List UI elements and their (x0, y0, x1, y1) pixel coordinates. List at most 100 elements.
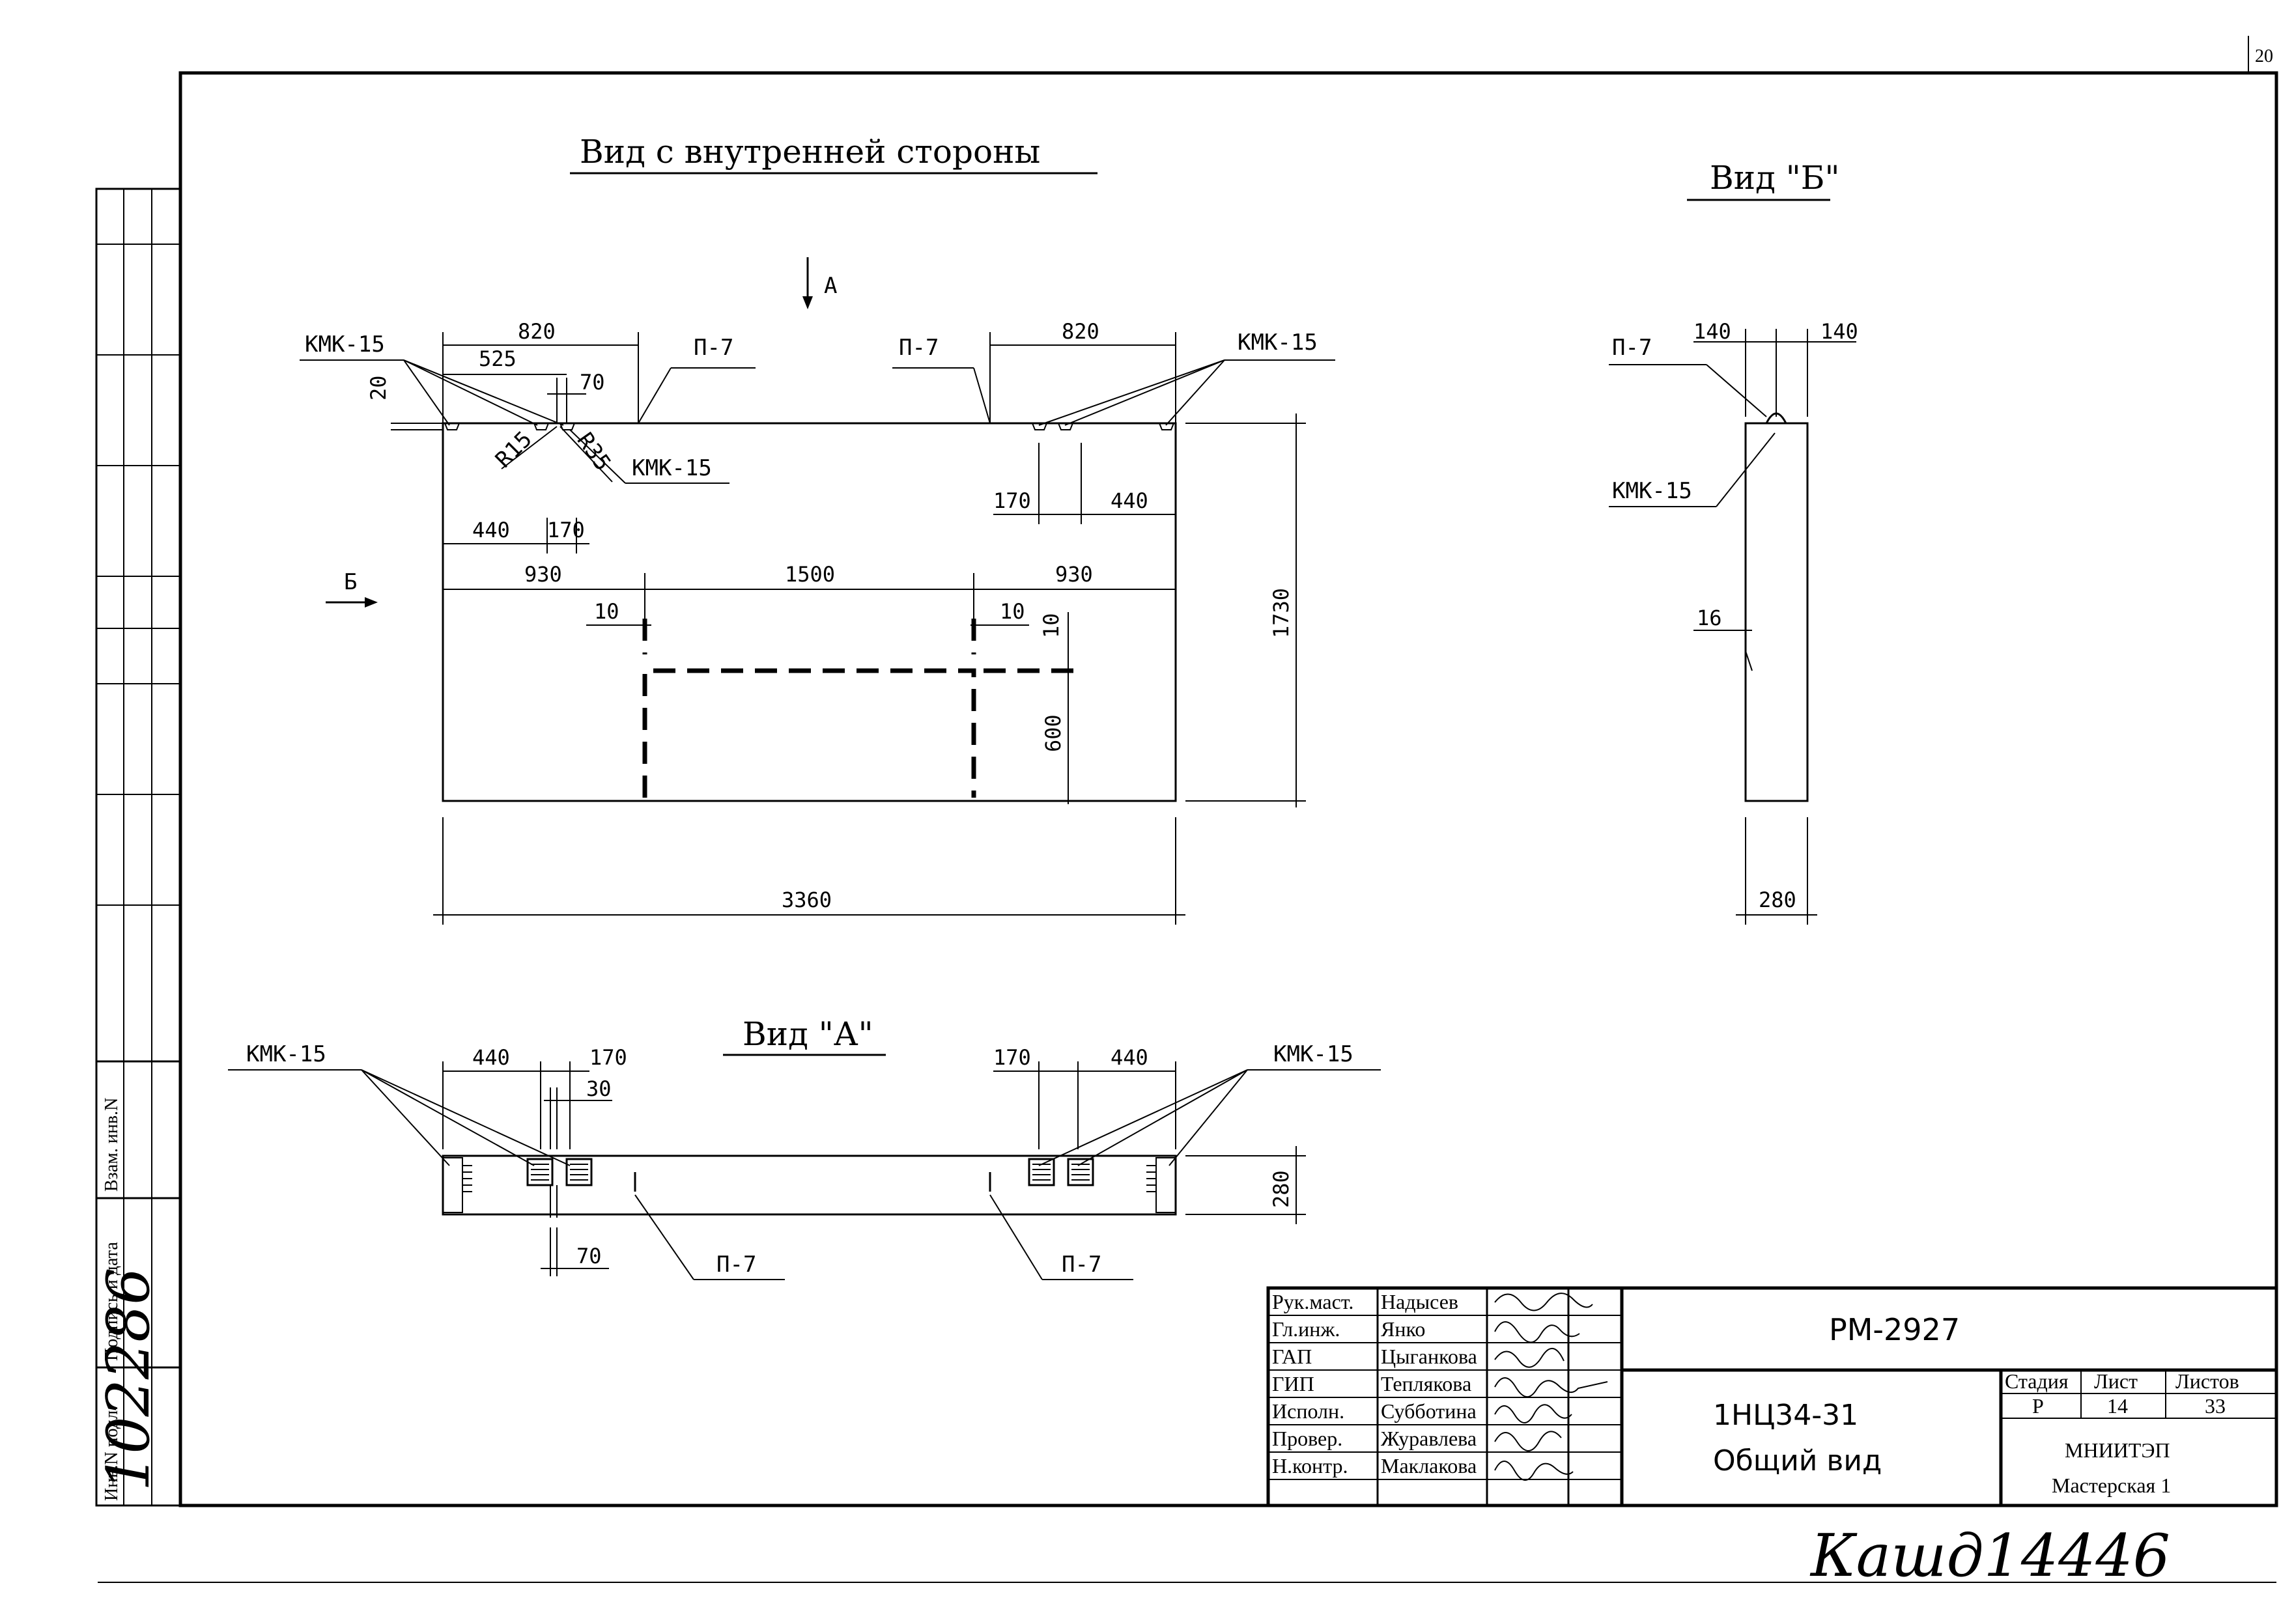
footer-handwritten-note: Кашд14446 (1809, 1522, 2170, 1590)
kmk-notch-left-1 (444, 423, 460, 430)
corner-mark: 20 (2255, 46, 2273, 66)
tb-role-5: Провер. (1272, 1427, 1342, 1450)
sheet-frame (178, 71, 2278, 1507)
kmk-notch-right-2 (1058, 423, 1073, 430)
dim-930-left: 930 (524, 562, 562, 587)
tb-name-2: Цыганкова (1381, 1345, 1477, 1368)
tb-name-1: Янко (1381, 1317, 1425, 1341)
dim-440-left: 440 (472, 518, 510, 542)
stamp-inv-value: 102286 (94, 1267, 163, 1491)
view-b-dim-140-right: 140 (1820, 319, 1858, 344)
view-a-dim-30: 30 (586, 1076, 612, 1101)
view-a-dim-440-left: 440 (472, 1045, 510, 1070)
tb-role-4: Исполн. (1272, 1399, 1344, 1423)
tb-role-2: ГАП (1272, 1345, 1312, 1368)
tb-role-6: Н.контр. (1272, 1454, 1348, 1477)
signature-marks (1494, 1293, 1608, 1481)
kmk-notch-left-3 (559, 423, 575, 430)
dim-1730: 1730 (1269, 588, 1294, 638)
dim-10-vertical: 10 (1039, 613, 1064, 638)
tb-name-3: Теплякова (1381, 1372, 1471, 1395)
tb-doc-desc: Общий вид (1713, 1444, 1882, 1477)
view-a-title: Вид "А" (743, 1015, 873, 1053)
inner-view-drawing: 820 525 70 20 КМК-15 R15 R35 КМК-15 П-7 (300, 257, 1335, 925)
view-a-p7-label-right: П-7 (1062, 1252, 1101, 1278)
inner-view-title: Вид с внутренней стороны (580, 133, 1040, 171)
tb-name-5: Журавлева (1381, 1427, 1477, 1450)
view-b-title: Вид "Б" (1710, 159, 1840, 197)
arrow-a-label: А (824, 273, 837, 299)
kmk-label-centre: КМК-15 (632, 455, 712, 481)
view-b-drawing: 140 140 П-7 КМК-15 16 280 (1609, 319, 1858, 925)
view-a-dim-170-left: 170 (589, 1045, 627, 1070)
view-a-kmk-label-left: КМК-15 (246, 1041, 326, 1067)
hidden-opening-outline (642, 668, 976, 798)
view-b-dim-140-left: 140 (1693, 319, 1731, 344)
r15-label: R15 (490, 427, 537, 473)
dim-930-right: 930 (1055, 562, 1093, 587)
tb-org: МНИИТЭП (2065, 1438, 2170, 1462)
side-stamp: Взам. инв.N Подпись и дата Инв.N подл. 1… (94, 188, 182, 1507)
view-a-dim-70: 70 (576, 1244, 602, 1268)
view-a-p7-label-left: П-7 (716, 1252, 756, 1278)
dim-10-left: 10 (594, 599, 619, 624)
tb-dept: Мастерская 1 (2052, 1474, 2171, 1497)
p7-label-left: П-7 (694, 335, 733, 361)
kmk-notch-right-1 (1032, 423, 1047, 430)
panel-outline (442, 422, 1177, 802)
dim-600: 600 (1041, 714, 1066, 752)
tb-stage: Р (2032, 1394, 2044, 1418)
anchor-block-right-end (1146, 1157, 1176, 1213)
tb-stage-label: Стадия (2005, 1369, 2069, 1393)
view-a-dim-280: 280 (1269, 1170, 1294, 1208)
tb-sheet: 14 (2107, 1394, 2128, 1418)
tb-name-0: Надысев (1381, 1290, 1458, 1313)
stamp-inv-label: Инв.N подл. (102, 1406, 122, 1501)
tb-role-0: Рук.маст. (1272, 1290, 1353, 1313)
stamp-podpis-label: Подпись и дата (102, 1242, 122, 1361)
anchor-block-left-end (442, 1157, 472, 1213)
view-a-kmk-label-right: КМК-15 (1273, 1041, 1353, 1067)
tb-sheet-label: Лист (2094, 1369, 2138, 1393)
view-a-drawing: 440 170 30 170 440 70 280 КМК-15 КМК-15 (228, 1041, 1381, 1280)
kmk-label-left: КМК-15 (305, 331, 385, 357)
anchor-block-left-2 (565, 1158, 593, 1186)
tb-name-4: Субботина (1381, 1399, 1477, 1423)
p7-label-right: П-7 (899, 335, 939, 361)
dim-1500: 1500 (785, 562, 835, 587)
kmk-label-right: КМК-15 (1238, 329, 1318, 356)
stamp-vzam-label: Взам. инв.N (102, 1098, 122, 1192)
tb-role-3: ГИП (1272, 1372, 1314, 1395)
view-a-dim-440-right: 440 (1111, 1045, 1148, 1070)
dim-20: 20 (366, 375, 391, 400)
view-b-dim-16: 16 (1697, 606, 1722, 630)
kmk-notch-left-2 (533, 423, 549, 430)
tb-sheets-label: Листов (2175, 1369, 2239, 1393)
view-a-dim-170-right: 170 (993, 1045, 1031, 1070)
dim-820-right: 820 (1062, 319, 1099, 344)
tb-doc-name: 1НЦ34-31 (1713, 1399, 1858, 1432)
view-b-kmk-label: КМК-15 (1612, 478, 1692, 504)
kmk-notch-right-3 (1159, 423, 1174, 430)
anchor-block-right-1 (1028, 1158, 1055, 1186)
dim-440-right: 440 (1111, 488, 1148, 513)
tb-code: РМ-2927 (1829, 1312, 1960, 1347)
arrow-b-label: Б (344, 569, 357, 595)
tb-name-6: Маклакова (1381, 1454, 1477, 1477)
view-b-dim-280: 280 (1759, 888, 1796, 912)
tb-role-1: Гл.инж. (1272, 1317, 1340, 1341)
anchor-block-left-1 (526, 1158, 554, 1186)
dim-170-right: 170 (993, 488, 1031, 513)
view-b-p7-label: П-7 (1612, 335, 1652, 361)
tb-sheets: 33 (2205, 1394, 2226, 1418)
dim-10-right: 10 (1000, 599, 1025, 624)
dim-525: 525 (479, 346, 517, 371)
section-outline (1744, 422, 1809, 802)
dim-3360: 3360 (782, 888, 832, 912)
title-block: Рук.маст. Гл.инж. ГАП ГИП Исполн. Провер… (1266, 1286, 2278, 1507)
dim-70-top: 70 (580, 370, 605, 395)
anchor-block-right-2 (1067, 1158, 1094, 1186)
dim-820-left: 820 (518, 319, 556, 344)
dim-170-left: 170 (547, 518, 585, 542)
